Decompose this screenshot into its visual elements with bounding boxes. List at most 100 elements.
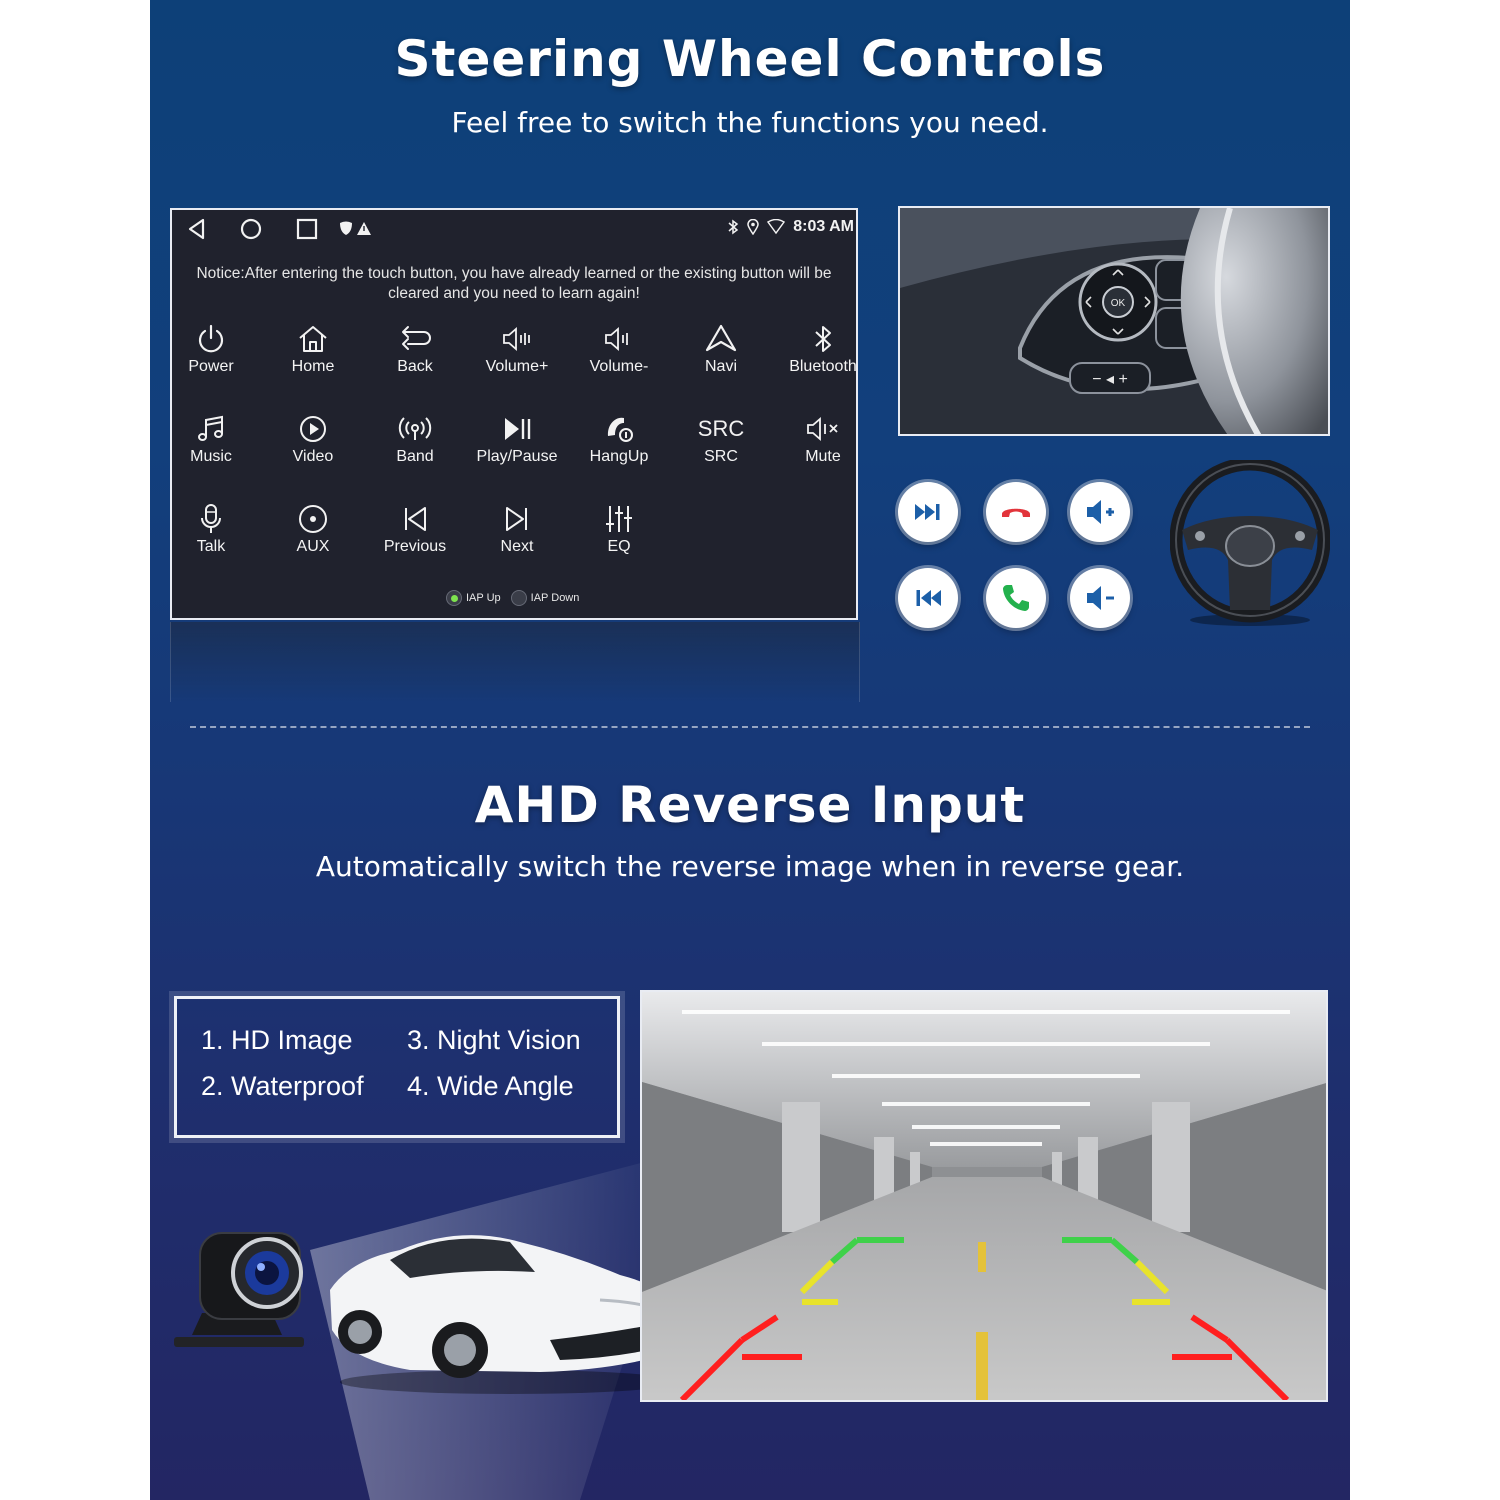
feature-list-box: 1. HD Image 2. Waterproof 3. Night Visio… bbox=[174, 996, 620, 1138]
src-icon: SRC bbox=[697, 416, 745, 441]
steering-wheel-buttons-photo: OK − ◂ + bbox=[898, 206, 1330, 436]
hangup-icon bbox=[607, 417, 633, 442]
volume-up-icon bbox=[1087, 500, 1114, 524]
key-label: Video bbox=[292, 448, 334, 465]
radio-unselected-icon bbox=[510, 590, 527, 606]
section-divider bbox=[190, 726, 1310, 728]
answer-call-button[interactable] bbox=[986, 568, 1046, 628]
section-subtitle-ahd: Automatically switch the reverse image w… bbox=[315, 850, 1185, 883]
reverse-camera-view bbox=[640, 990, 1328, 1402]
white-sports-car-image bbox=[330, 1235, 690, 1394]
key-hangup[interactable]: HangUp bbox=[568, 412, 670, 482]
music-icon bbox=[198, 415, 223, 441]
iap-down-radio[interactable]: IAP Down bbox=[510, 590, 580, 606]
microphone-icon bbox=[201, 504, 221, 533]
volume-down-icon bbox=[1087, 586, 1114, 610]
bluetooth-icon bbox=[815, 326, 831, 352]
play-pause-icon bbox=[505, 418, 531, 440]
bluetooth-status-icon bbox=[728, 219, 739, 235]
hang-up-button[interactable] bbox=[986, 482, 1046, 542]
feature-item: 3. Night Vision bbox=[407, 1025, 581, 1055]
key-play-pause[interactable]: Play/Pause bbox=[466, 412, 568, 482]
nav-home-icon[interactable] bbox=[238, 216, 264, 242]
key-label: Back bbox=[397, 358, 433, 375]
power-icon bbox=[198, 324, 224, 353]
notice-text: Notice:After entering the touch button, … bbox=[196, 265, 832, 302]
key-back[interactable]: Back bbox=[364, 322, 466, 392]
back-icon bbox=[402, 326, 431, 350]
section-title-steering: Steering Wheel Controls bbox=[394, 30, 1106, 88]
promo-panel: Steering Wheel Controls Feel free to swi… bbox=[150, 0, 1350, 1500]
key-label: Previous bbox=[383, 538, 447, 555]
key-label: Navi bbox=[704, 358, 737, 375]
wifi-status-icon bbox=[767, 219, 786, 235]
key-label: Volume- bbox=[589, 358, 649, 375]
next-track-icon bbox=[915, 504, 940, 520]
key-label: Power bbox=[188, 358, 234, 375]
head-unit-screen: 8:03 AM Notice:After entering the touch … bbox=[170, 208, 858, 620]
radio-selected-icon bbox=[446, 590, 462, 606]
previous-icon bbox=[405, 507, 426, 531]
notification-icons bbox=[340, 221, 371, 235]
nav-back-icon[interactable] bbox=[184, 216, 210, 242]
iap-down-label: IAP Down bbox=[530, 592, 580, 604]
svg-text:− ◂ +: − ◂ + bbox=[1092, 371, 1128, 388]
key-music[interactable]: Music bbox=[160, 412, 262, 482]
next-track-button[interactable] bbox=[898, 482, 958, 542]
key-band[interactable]: Band bbox=[364, 412, 466, 482]
key-eq[interactable]: EQ bbox=[568, 502, 670, 572]
key-previous[interactable]: Previous bbox=[364, 502, 466, 572]
section-title-ahd: AHD Reverse Input bbox=[474, 776, 1026, 834]
key-label: AUX bbox=[296, 538, 330, 555]
iap-radio-group: IAP Up IAP Down bbox=[446, 590, 579, 606]
next-icon bbox=[506, 507, 527, 531]
navi-icon bbox=[705, 324, 737, 352]
hang-up-icon bbox=[1002, 508, 1030, 517]
volume-down-icon bbox=[605, 327, 628, 351]
answer-call-icon bbox=[1003, 585, 1029, 611]
key-mute[interactable]: Mute bbox=[772, 412, 874, 482]
home-icon bbox=[299, 326, 327, 352]
band-icon bbox=[398, 417, 432, 440]
key-label: Bluetooth bbox=[789, 358, 857, 375]
status-indicators: 8:03 AM bbox=[727, 218, 854, 236]
volume-up-icon bbox=[503, 327, 530, 351]
key-label: Home bbox=[291, 358, 335, 375]
iap-up-radio[interactable]: IAP Up bbox=[446, 590, 501, 606]
volume-down-button[interactable] bbox=[1070, 568, 1130, 628]
key-label: Music bbox=[190, 448, 232, 465]
key-label: Play/Pause bbox=[476, 448, 558, 465]
key-next[interactable]: Next bbox=[466, 502, 568, 572]
aux-icon bbox=[299, 505, 327, 533]
key-volume-up[interactable]: Volume+ bbox=[466, 322, 568, 392]
key-aux[interactable]: AUX bbox=[262, 502, 364, 572]
video-icon bbox=[300, 416, 326, 442]
nav-recents-icon[interactable] bbox=[294, 216, 320, 242]
key-home[interactable]: Home bbox=[262, 322, 364, 392]
mute-icon bbox=[807, 417, 838, 441]
location-status-icon bbox=[747, 219, 759, 235]
steering-wheel-icon bbox=[1170, 460, 1330, 626]
key-power[interactable]: Power bbox=[160, 322, 262, 392]
key-src[interactable]: SRC SRC bbox=[670, 412, 772, 482]
screen-reflection bbox=[170, 622, 860, 702]
key-volume-down[interactable]: Volume- bbox=[568, 322, 670, 392]
previous-track-icon bbox=[916, 590, 941, 606]
volume-up-button[interactable] bbox=[1070, 482, 1130, 542]
steering-wheel-closeup-image: OK − ◂ + bbox=[900, 208, 1328, 434]
key-label: HangUp bbox=[589, 448, 649, 465]
previous-track-button[interactable] bbox=[898, 568, 958, 628]
key-label: Talk bbox=[196, 538, 226, 555]
reverse-camera-image bbox=[174, 1232, 304, 1347]
eq-icon bbox=[606, 506, 632, 532]
feature-item: 1. HD Image bbox=[201, 1025, 353, 1055]
key-label: EQ bbox=[607, 538, 631, 555]
key-label: Volume+ bbox=[485, 358, 549, 375]
iap-up-label: IAP Up bbox=[466, 592, 501, 604]
key-talk[interactable]: Talk bbox=[160, 502, 262, 572]
status-bar: 8:03 AM bbox=[172, 210, 856, 246]
key-video[interactable]: Video bbox=[262, 412, 364, 482]
key-label: Band bbox=[396, 448, 434, 465]
key-navi[interactable]: Navi bbox=[670, 322, 772, 392]
key-bluetooth[interactable]: Bluetooth bbox=[772, 322, 874, 392]
